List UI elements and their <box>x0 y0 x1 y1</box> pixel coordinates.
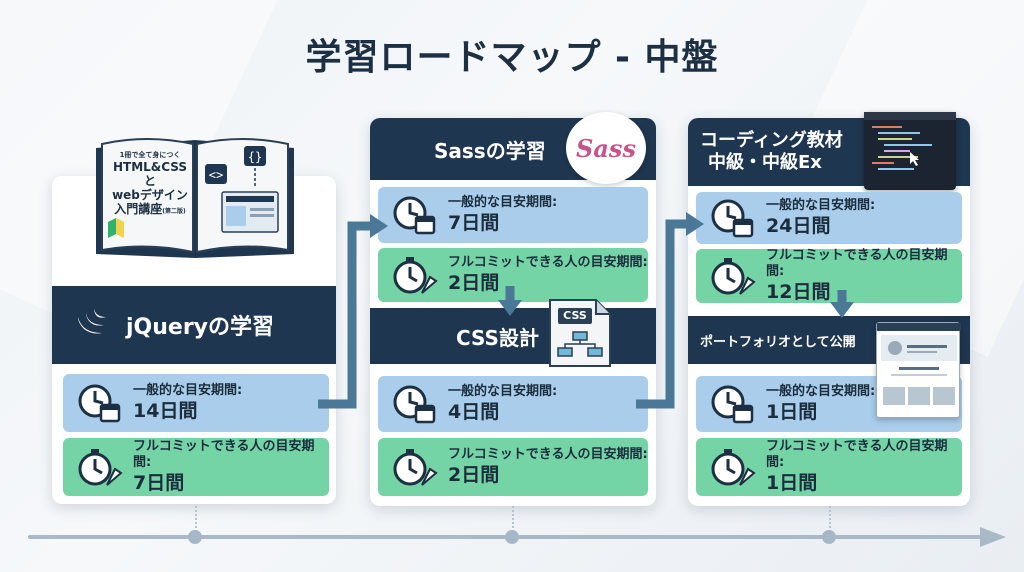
svg-text:<>: <> <box>209 168 223 182</box>
period-card-fullcommit: フルコミットできる人の目安期間:12日間 <box>696 248 962 303</box>
coding-material-title-2: 中級・中級Ex <box>708 152 822 173</box>
period-label: 一般的な目安期間: <box>448 384 558 399</box>
stopwatch-rocket-icon <box>711 449 756 486</box>
period-card-fullcommit: フルコミットできる人の目安期間:7日間 <box>63 438 329 496</box>
period-label: 一般的な目安期間: <box>766 198 876 213</box>
sass-logo-icon: Sass <box>566 112 646 184</box>
book-line-3: webデザイン <box>112 188 188 202</box>
timeline-dot <box>822 530 836 544</box>
period-label: フルコミットできる人の目安期間: <box>448 447 648 462</box>
timeline-dot <box>188 530 202 544</box>
period-value: 14日間 <box>133 400 198 422</box>
period-label: 一般的な目安期間: <box>448 195 558 210</box>
book-line-4: 入門講座 <box>114 202 163 216</box>
period-label: 一般的な目安期間: <box>766 384 876 399</box>
period-card-general: 一般的な目安期間: 7日間 <box>378 187 648 243</box>
stopwatch-rocket-icon <box>78 449 123 486</box>
period-value: 24日間 <box>766 215 831 237</box>
svg-text:{}: {} <box>248 150 262 164</box>
timeline-bar <box>28 527 1006 547</box>
arrow-head <box>830 302 854 318</box>
clock-calendar-icon <box>711 385 754 424</box>
period-card-general: 一般的な目安期間: 24日間 <box>696 192 962 244</box>
period-label: フルコミットできる人の目安期間: <box>766 439 948 470</box>
arrow-sass-to-coding <box>636 219 688 409</box>
jquery-logo-icon <box>78 309 106 334</box>
stopwatch-rocket-icon <box>393 449 438 486</box>
arrow-jquery-to-sass <box>318 221 372 409</box>
stopwatch-rocket-icon <box>711 258 756 295</box>
page-title: 学習ロードマップ - 中盤 <box>305 37 719 78</box>
clock-calendar-icon <box>393 385 436 424</box>
css-icon-label: CSS <box>563 309 587 322</box>
period-value: 2日間 <box>448 272 500 294</box>
jquery-header-title: jQueryの学習 <box>126 315 275 340</box>
portfolio-page-icon <box>876 322 961 418</box>
period-value: 12日間 <box>766 281 831 303</box>
clock-calendar-icon <box>393 196 436 235</box>
period-label: 一般的な目安期間: <box>133 383 243 398</box>
period-label: フルコミットできる人の目安期間: <box>448 255 648 270</box>
period-card-general: 一般的な目安期間: 4日間 <box>378 376 648 432</box>
sass-logo-text: Sass <box>576 133 636 163</box>
timeline-dot <box>505 530 519 544</box>
clock-calendar-icon <box>78 384 121 423</box>
timeline-tick <box>829 506 831 536</box>
period-card-fullcommit: フルコミットできる人の目安期間: 2日間 <box>378 438 648 496</box>
book-illustration: <> {} 1冊で全て身につく HTML&CSSと webデザイン 入門講座(第… <box>92 130 298 262</box>
portfolio-header-title: ポートフォリオとして公開 <box>700 334 856 350</box>
book-edition: (第二版) <box>162 208 186 215</box>
jquery-header: jQueryの学習 <box>52 286 336 364</box>
css-design-title: CSS設計 <box>456 325 539 350</box>
period-label: フルコミットできる人の目安期間: <box>766 248 948 279</box>
period-value: 1日間 <box>766 401 818 423</box>
arrow-head <box>498 300 522 316</box>
arrow-head <box>686 212 704 236</box>
stopwatch-rocket-icon <box>393 257 438 294</box>
css-document-icon: CSS <box>546 296 614 370</box>
timeline-tick <box>195 506 197 536</box>
period-card-fullcommit: フルコミットできる人の目安期間:1日間 <box>696 438 962 496</box>
period-label: フルコミットできる人の目安期間: <box>133 439 315 470</box>
clock-calendar-icon <box>711 199 754 238</box>
sass-header-title: Sassの学習 <box>434 138 546 163</box>
book-title: 1冊で全て身につく HTML&CSSと webデザイン 入門講座(第二版) <box>108 150 192 219</box>
book-icon: <> {} <box>96 138 294 258</box>
period-value: 1日間 <box>766 472 818 494</box>
timeline-tick <box>512 506 514 536</box>
period-value: 2日間 <box>448 464 500 486</box>
period-value: 4日間 <box>448 401 500 423</box>
period-card-general: 一般的な目安期間: 14日間 <box>63 374 329 432</box>
period-value: 7日間 <box>448 212 500 234</box>
coding-material-title-1: コーディング教材 <box>700 130 843 151</box>
period-value: 7日間 <box>133 472 185 494</box>
arrow-head <box>370 214 388 238</box>
book-line-1: 1冊で全て身につく <box>119 151 181 159</box>
book-line-2: HTML&CSSと <box>112 160 188 188</box>
code-editor-icon <box>864 112 956 190</box>
